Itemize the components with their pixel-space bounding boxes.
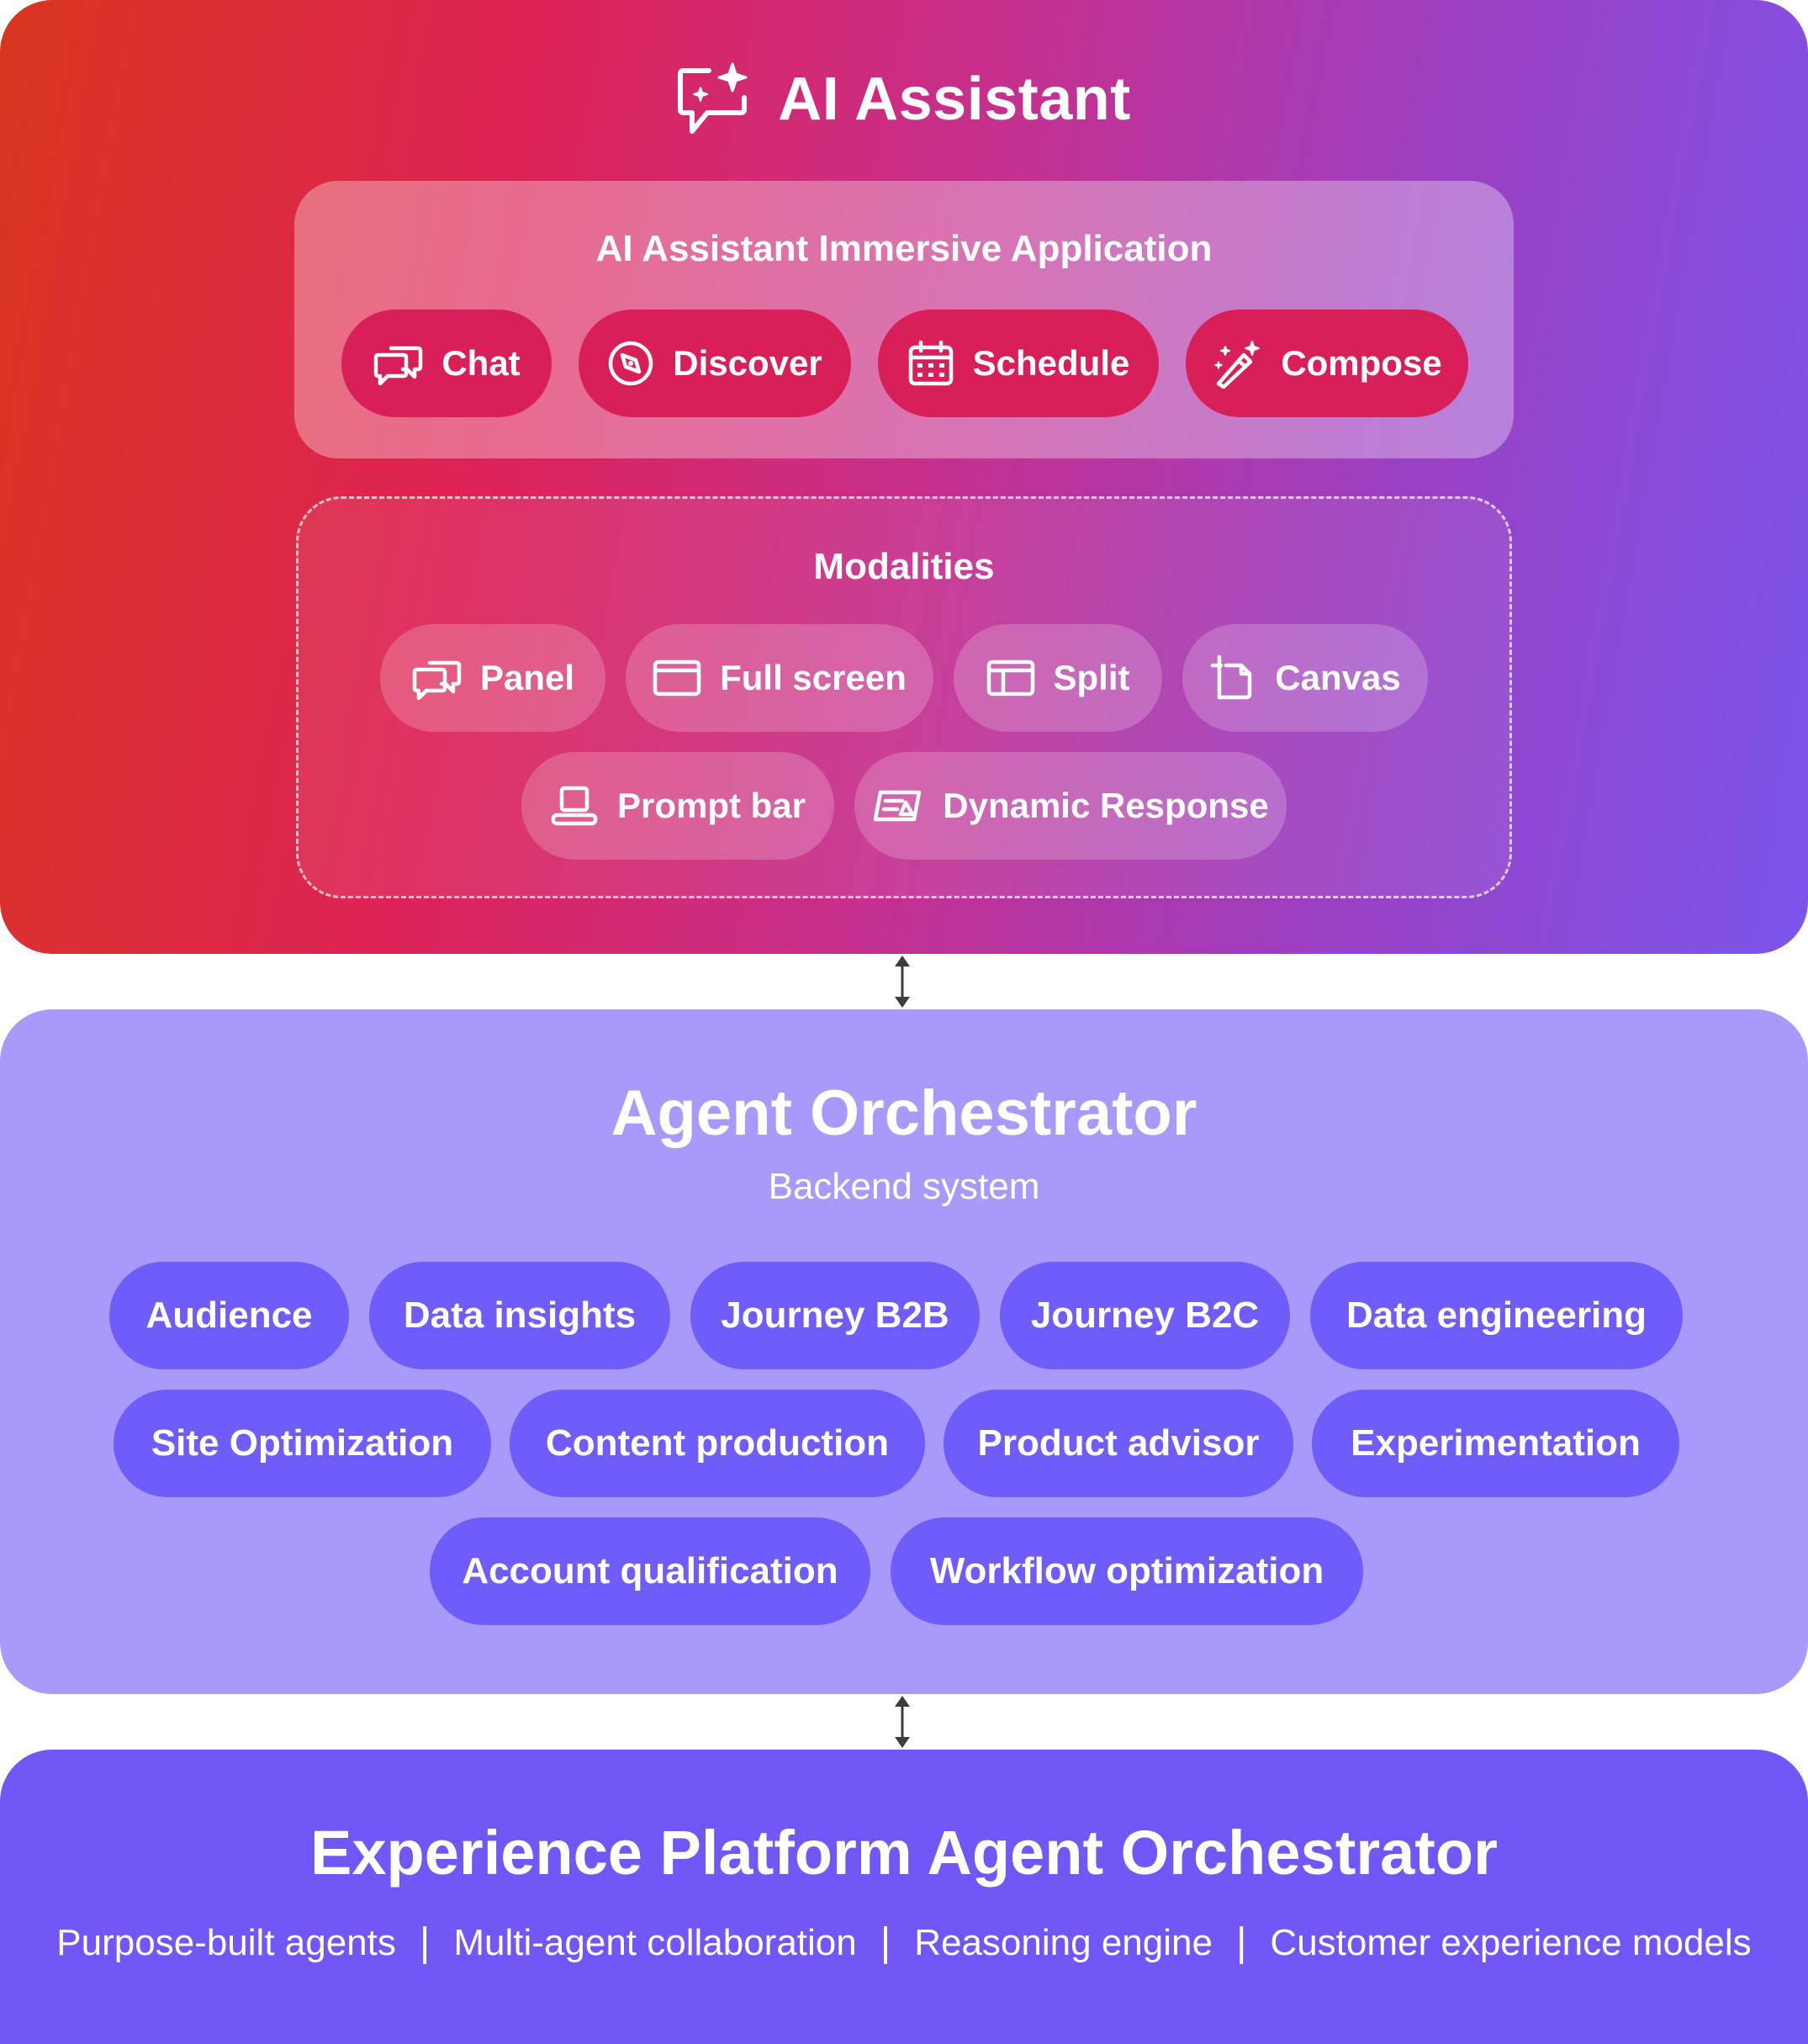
dynamic-response-icon: [874, 790, 922, 822]
bidirectional-arrow-icon: [890, 1696, 915, 1748]
feature-separator: |: [419, 1920, 431, 1965]
chat-icon: [374, 346, 423, 385]
panel-pill[interactable]: Panel: [380, 624, 605, 732]
discover-pill[interactable]: Discover: [579, 310, 851, 417]
panel-label: Panel: [479, 658, 575, 697]
split-label: Split: [1053, 658, 1130, 697]
chat-pill[interactable]: Chat: [341, 310, 552, 417]
feature-separator: |: [1235, 1920, 1247, 1965]
agent-pill-account-qualification[interactable]: Account qualification: [430, 1517, 870, 1625]
canvas-icon: [1211, 655, 1252, 700]
agent-pill-journey-b2c[interactable]: Journey B2C: [1000, 1262, 1290, 1369]
magic-wand-icon: [1214, 341, 1261, 389]
dynamic-response-label: Dynamic Response: [943, 786, 1269, 825]
agent-pill-audience[interactable]: Audience: [109, 1262, 349, 1369]
ai-assistant-panel: [0, 0, 1808, 954]
schedule-pill[interactable]: Schedule: [878, 310, 1159, 417]
experience-platform-title: Experience Platform Agent Orchestrator: [310, 1818, 1498, 1888]
ai-assistant-title: AI Assistant: [778, 66, 1131, 133]
dynamic-response-pill[interactable]: Dynamic Response: [854, 752, 1287, 860]
feature-multi-agent-collaboration: Multi-agent collaboration: [453, 1921, 857, 1963]
agent-pill-data-insights[interactable]: Data insights: [369, 1262, 670, 1369]
compass-icon: [609, 341, 653, 386]
canvas-pill[interactable]: Canvas: [1182, 624, 1428, 732]
chat-icon: [412, 660, 462, 700]
schedule-label: Schedule: [972, 343, 1130, 383]
experience-platform-panel: [0, 1750, 1808, 2044]
agent-pill-experimentation[interactable]: Experimentation: [1312, 1390, 1679, 1497]
platform-features-row: Purpose-built agents | Multi-agent colla…: [0, 1920, 1808, 1966]
bidirectional-arrow-icon: [890, 956, 915, 1008]
modalities-title: Modalities: [813, 546, 995, 587]
split-window-icon: [986, 659, 1034, 696]
full-screen-pill[interactable]: Full screen: [626, 624, 933, 732]
window-icon: [653, 659, 701, 696]
ai-assistant-header: AI Assistant: [0, 61, 1808, 138]
agent-orchestrator-subtitle: Backend system: [768, 1166, 1040, 1207]
split-pill[interactable]: Split: [954, 624, 1162, 732]
feature-reasoning-engine: Reasoning engine: [914, 1921, 1213, 1963]
feature-purpose-built-agents: Purpose-built agents: [56, 1921, 396, 1963]
agent-pill-content-production[interactable]: Content production: [510, 1390, 925, 1497]
chat-sparkle-icon: [677, 61, 758, 138]
agent-pill-journey-b2b[interactable]: Journey B2B: [690, 1262, 980, 1369]
calendar-icon: [908, 340, 953, 386]
prompt-bar-label: Prompt bar: [616, 786, 806, 825]
compose-pill[interactable]: Compose: [1186, 310, 1468, 417]
feature-separator: |: [880, 1920, 891, 1965]
laptop-icon: [551, 786, 598, 826]
full-screen-label: Full screen: [720, 658, 907, 697]
agent-orchestrator-title: Agent Orchestrator: [611, 1078, 1197, 1149]
feature-customer-experience-models: Customer experience models: [1270, 1921, 1752, 1963]
agent-pill-data-engineering[interactable]: Data engineering: [1310, 1262, 1683, 1369]
modalities-box: Modalities: [296, 496, 1512, 898]
immersive-application-title: AI Assistant Immersive Application: [595, 228, 1213, 269]
prompt-bar-pill[interactable]: Prompt bar: [521, 752, 834, 860]
compose-label: Compose: [1281, 343, 1442, 383]
canvas-label: Canvas: [1275, 658, 1401, 697]
agent-pill-site-optimization[interactable]: Site Optimization: [114, 1390, 491, 1497]
discover-label: Discover: [673, 343, 822, 383]
chat-label: Chat: [441, 343, 521, 383]
agent-pill-workflow-optimization[interactable]: Workflow optimization: [891, 1517, 1363, 1625]
agent-pill-product-advisor[interactable]: Product advisor: [944, 1390, 1293, 1497]
